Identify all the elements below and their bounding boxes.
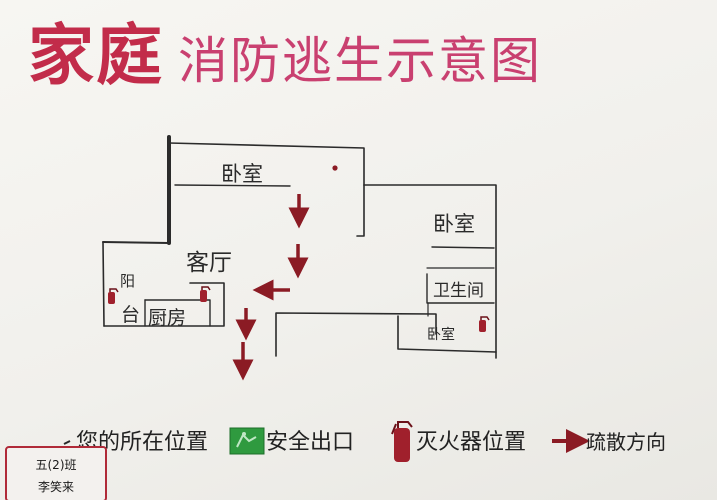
page-title: 家庭消防逃生示意图 xyxy=(28,2,542,98)
fire-extinguisher-icon xyxy=(479,316,490,332)
legend-direction-label: 疏散方向 xyxy=(586,430,666,454)
room-label-balcony-bottom: 台 xyxy=(121,304,141,326)
fire-extinguisher-icon xyxy=(108,288,119,304)
title-part-fire-escape: 消防逃生示意图 xyxy=(178,32,542,90)
room-label-kitchen: 厨房 xyxy=(148,307,187,329)
legend-position-mark xyxy=(63,440,71,445)
signature-class: 五(2)班 xyxy=(35,458,77,472)
room-label-bathroom: 卫生间 xyxy=(433,281,484,301)
room-label-living-room: 客厅 xyxy=(186,250,232,276)
bath-box xyxy=(426,273,495,304)
room-label-balcony-top: 阳 xyxy=(120,272,136,290)
kitchen-inner xyxy=(144,299,211,327)
fire-extinguisher-icon xyxy=(391,421,413,462)
exit-sign-icon xyxy=(229,427,265,455)
bottom-corridor xyxy=(275,312,437,357)
left-wing-top xyxy=(102,241,170,244)
fire-extinguisher-icon xyxy=(200,286,211,302)
right-block-left xyxy=(356,184,365,237)
kitchen-box xyxy=(103,282,225,327)
legend-extinguisher-label: 灭火器位置 xyxy=(416,430,527,455)
current-position-dot xyxy=(332,165,338,171)
bottom-room xyxy=(397,315,497,353)
bedroom-top-wall-2 xyxy=(168,142,365,186)
bedroom-top-floor-line xyxy=(174,184,291,187)
room-label-bedroom-small: 卧室 xyxy=(427,327,455,343)
signature-box: 五(2)班 李笑来 xyxy=(5,446,107,500)
left-wing-left xyxy=(102,241,105,327)
room-label-bedroom-top: 卧室 xyxy=(221,162,263,186)
room-label-bedroom-right: 卧室 xyxy=(433,212,475,236)
right-block-top xyxy=(363,184,497,359)
signature-name: 李笑来 xyxy=(37,480,74,494)
legend-exit-label: 安全出口 xyxy=(266,430,355,455)
title-part-family: 家庭 xyxy=(28,16,164,94)
bedroom-right-floor xyxy=(431,246,495,249)
